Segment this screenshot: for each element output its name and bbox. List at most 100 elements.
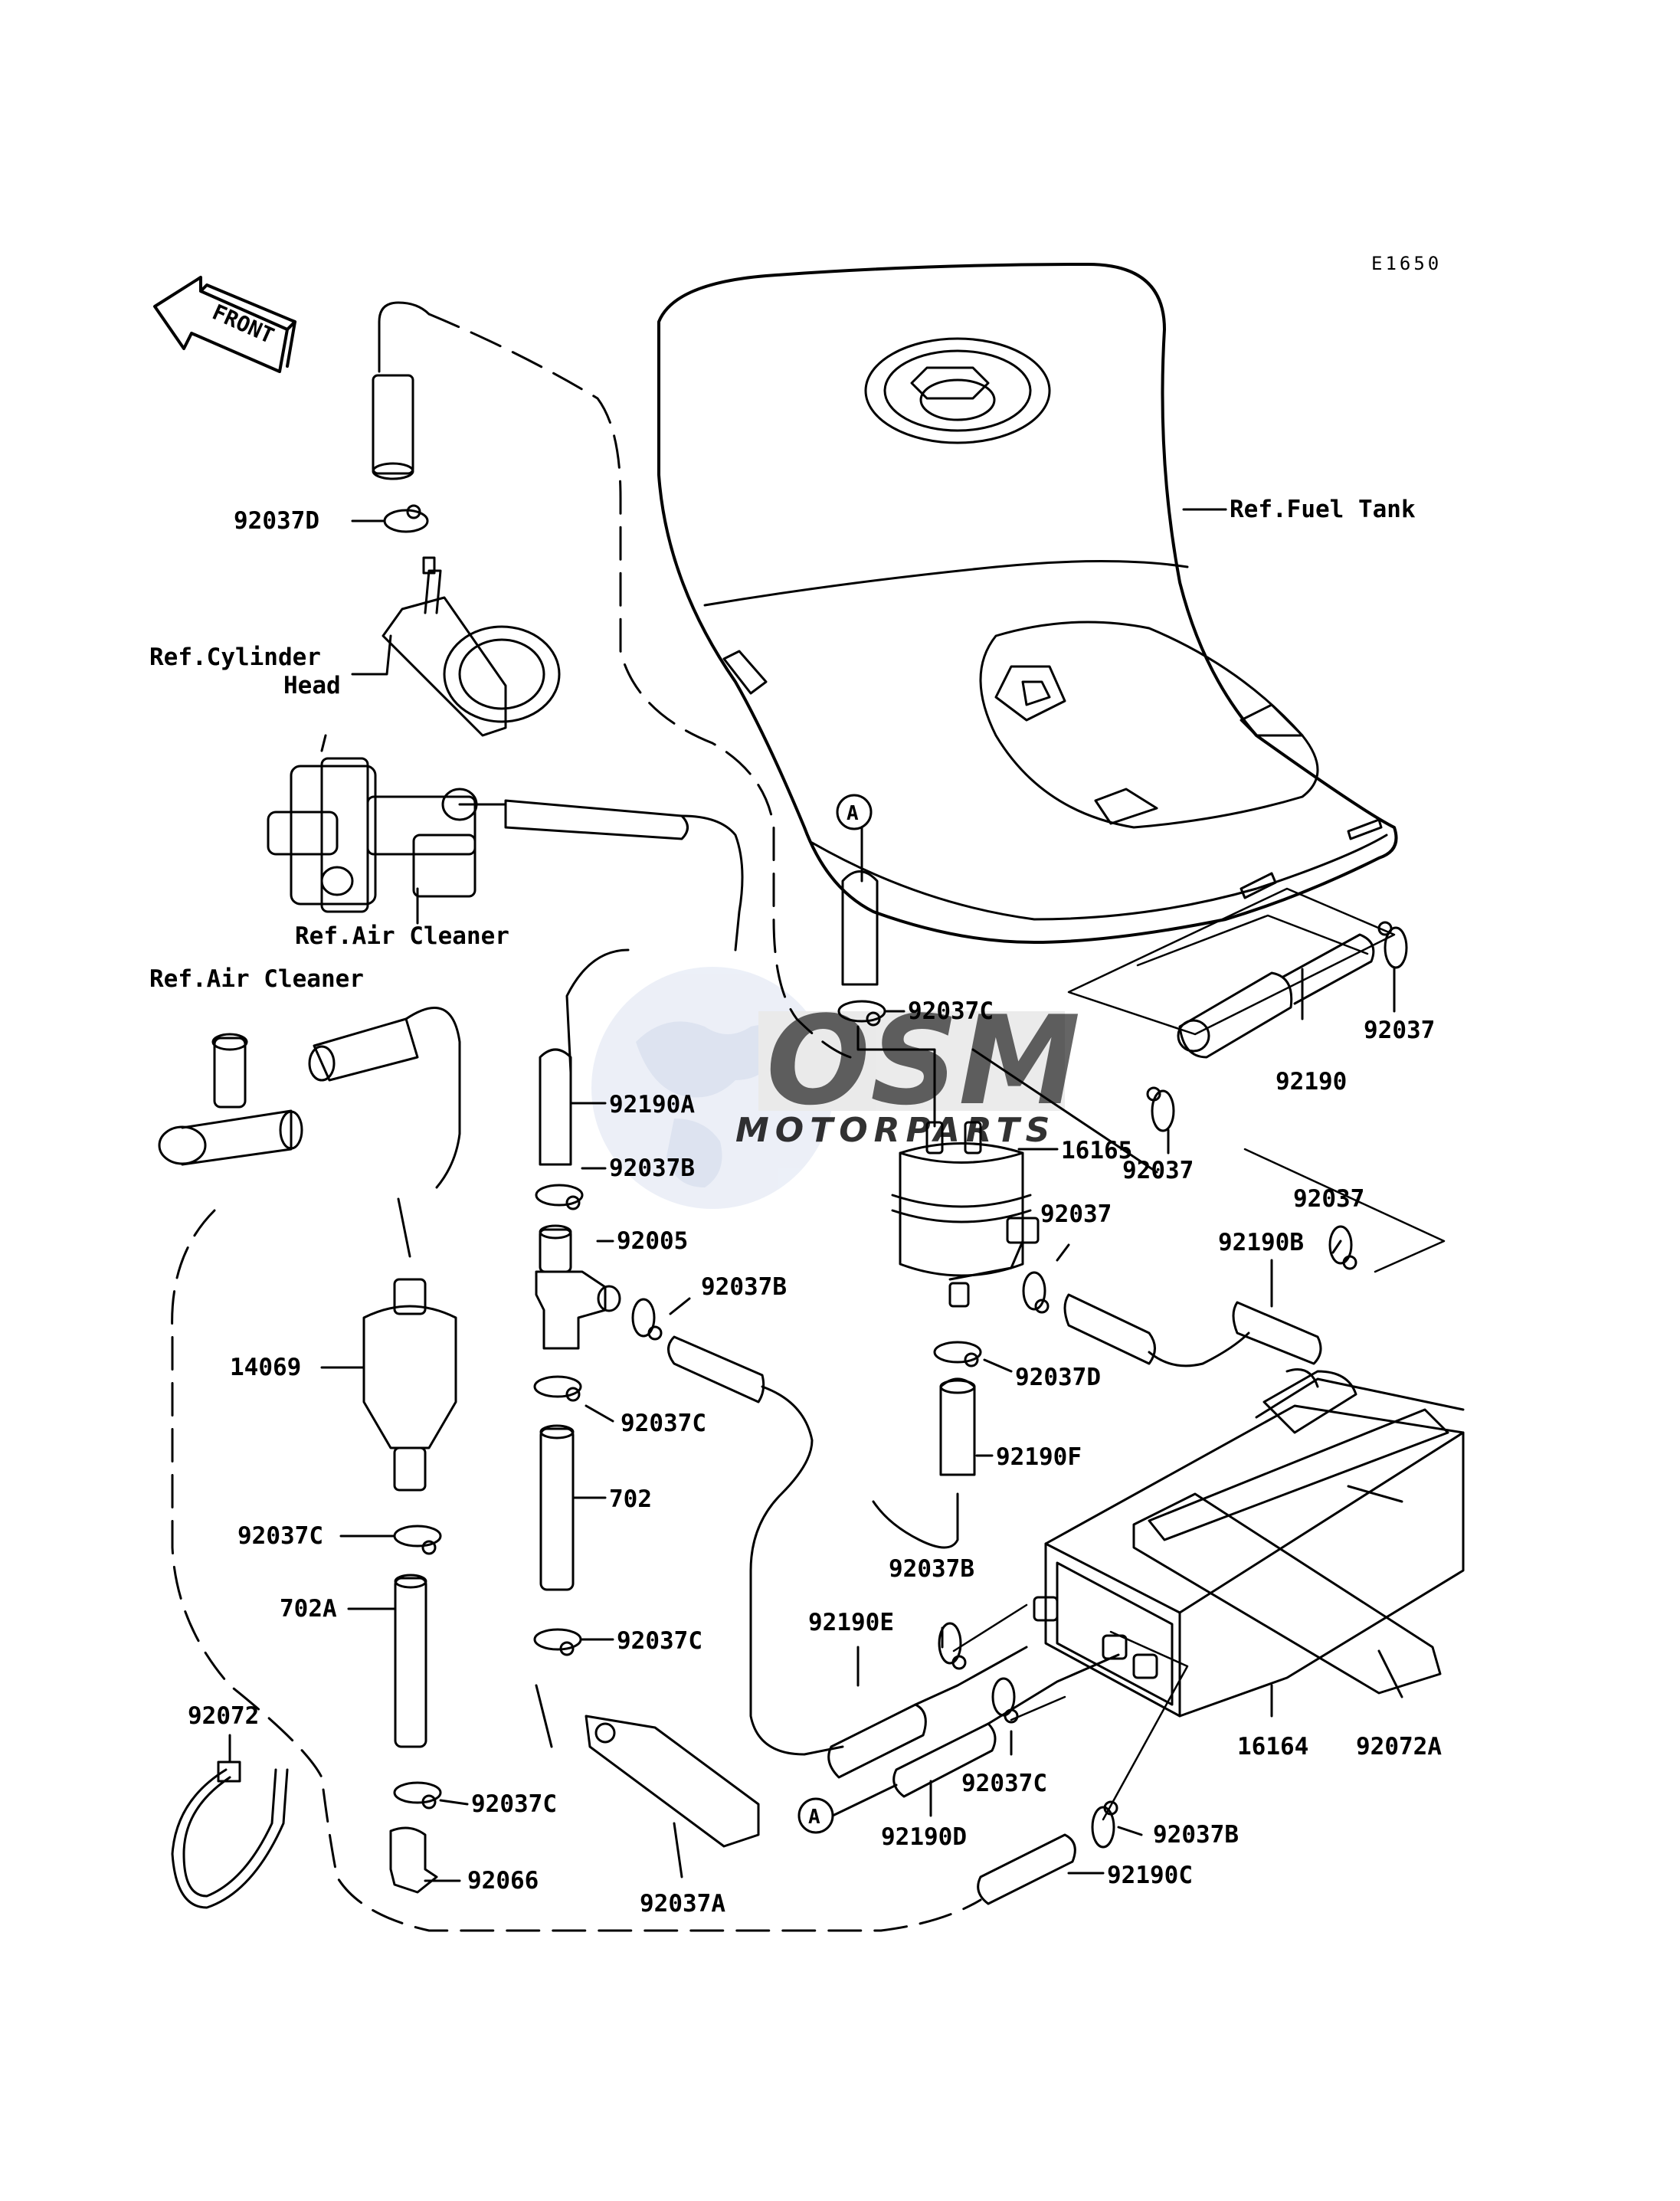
clamp-icon [631,1298,663,1341]
label-702A: 702A [280,1595,337,1623]
hose-92190A [539,948,630,1166]
label-92037B-3: 92037B [889,1555,974,1583]
tee-92005 [535,1224,621,1350]
leader-line [952,1603,1028,1652]
hose-92190B [1063,1293,1322,1367]
front-arrow-icon [153,276,296,373]
clamp-icon [1091,1800,1118,1849]
clamp-icon [383,504,429,533]
label-ref-air-cleaner-1: Ref.Air Cleaner [295,922,509,950]
clamp-icon [933,1341,982,1367]
label-92072: 92072 [188,1702,259,1730]
group-outline [1243,1148,1446,1273]
hose-A-upper [841,826,879,986]
hose-mid-lower [667,1335,844,1756]
hose-92190F [872,1377,976,1549]
label-702: 702 [609,1485,652,1513]
leader-line [856,1025,936,1128]
label-92190: 92190 [1276,1068,1347,1096]
label-92190E: 92190E [808,1609,894,1636]
label-92037C-2: 92037C [621,1410,706,1437]
label-92037C-5: 92037C [471,1790,557,1818]
cable-tie-92072 [171,1760,289,1909]
label-92190B: 92190B [1218,1229,1304,1256]
label-92037-r1: 92037 [1364,1017,1435,1044]
hose-702 [539,1424,575,1591]
group-outline [1136,914,1369,967]
top-hose [372,301,431,480]
label-92037-r4: 92037 [1040,1200,1112,1228]
fuel-filter-14069 [362,1197,457,1492]
label-ref-cylinder-head-1: Ref.Cylinder [149,644,321,671]
diagram-code: E1650 [1371,253,1442,274]
clamp-icon [533,1375,582,1402]
clamp-icon [991,1677,1019,1724]
hose-92190 [1177,933,1375,1059]
group-outline [1067,887,1396,1036]
label-14069: 14069 [230,1354,301,1381]
hose-92190D [892,1653,1120,1798]
callout-a-circle [836,794,873,830]
fuel-tank [657,263,1398,944]
tee-fitting-left [158,1006,461,1189]
label-92037C-6: 92037C [961,1770,1047,1797]
leader-lines [228,508,1403,1882]
label-92037-r3: 92037 [1293,1185,1364,1213]
hose-upper [504,799,744,951]
front-label: FRONT [208,300,277,349]
watermark-sub: MOTORPARTS [735,1111,1056,1150]
label-16164: 16164 [1237,1733,1308,1760]
label-92037D-mid: 92037D [1015,1364,1101,1391]
clamp-icon [393,1781,442,1810]
hose-702A [394,1574,427,1748]
clamp-icon [393,1525,442,1555]
bracket-92037A [585,1715,760,1848]
fuel-filter-16165 [891,1121,1040,1308]
hose-92190E [827,1646,1028,1779]
leader-line [831,1783,898,1817]
label-92190D: 92190D [881,1823,967,1851]
label-92037D-top: 92037D [234,507,319,535]
label-92037C-4: 92037C [617,1627,702,1655]
air-cleaner-valve [267,734,507,913]
label-92066: 92066 [467,1867,539,1895]
canister-16164 [1033,1368,1465,1718]
label-92190A: 92190A [609,1091,695,1119]
leader-line [535,1684,553,1748]
label-92037-r2: 92037 [1122,1157,1194,1184]
clamp-icon [1146,1086,1175,1132]
routing-lines [171,313,982,1932]
labels: E1650 FRONT Ref.Fuel Tank 92037D Ref.Cyl… [149,253,1442,1918]
group-outline [1102,1630,1189,1821]
label-92037A: 92037A [640,1890,725,1918]
label-92037B-2: 92037B [701,1273,787,1301]
clamp-icon [535,1184,584,1210]
clamp-icon [938,1622,967,1670]
cap-92066 [389,1826,438,1894]
cylinder-head-part [382,556,561,737]
callout-a-top: A [847,802,859,825]
label-92037B-1: 92037B [609,1155,695,1182]
label-92005: 92005 [617,1227,688,1255]
watermark-brand: OSM [766,989,1080,1132]
label-ref-air-cleaner-2: Ref.Air Cleaner [149,965,364,993]
watermark-logo [591,967,1065,1209]
label-92037C-3: 92037C [237,1522,323,1550]
label-16165: 16165 [1061,1137,1132,1164]
clamp-icon [533,1628,582,1656]
clamp-icon [1328,1225,1357,1270]
label-ref-cylinder-head-2: Head [283,672,341,699]
leader-line [971,1048,1158,1174]
callout-a-bottom: A [808,1806,820,1829]
clamp-icon [1022,1271,1050,1314]
hose-92190C [977,1833,1076,1905]
leader-line [1010,1695,1066,1721]
label-ref-fuel-tank: Ref.Fuel Tank [1230,496,1416,523]
label-92037C-tank: 92037C [908,997,994,1025]
label-92072A: 92072A [1356,1733,1442,1760]
label-92190C: 92190C [1107,1862,1193,1889]
label-92190F: 92190F [996,1443,1082,1471]
label-92037B-4: 92037B [1153,1821,1239,1849]
